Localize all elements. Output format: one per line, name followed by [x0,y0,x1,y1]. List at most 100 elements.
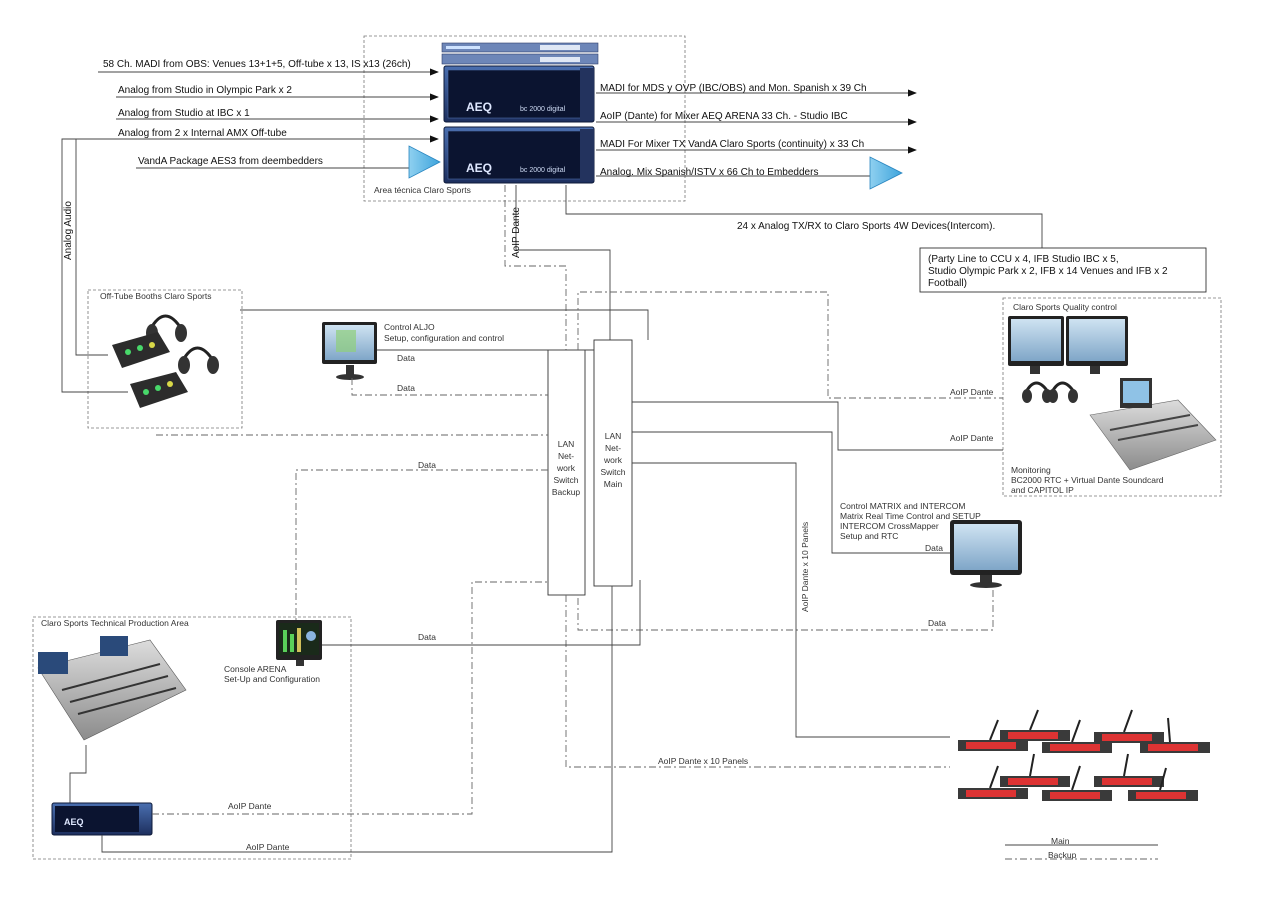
matrix-line-2: Matrix Real Time Control and SETUP [840,511,981,521]
bc2000-rack-backup: AEQ bc 2000 digital [443,126,595,184]
matrix-line-4: Setup and RTC [840,531,898,541]
tech-area-frame [363,35,686,202]
matrix-monitor [950,520,1022,588]
quality-headphones-icon [1022,381,1078,403]
arena-aoip-backup [152,581,548,815]
quality-aoip-label-2: AoIP Dante [950,433,994,443]
deembedder-triangle-icon [408,145,441,179]
production-data-label-2: Data [418,632,436,642]
monitoring-line-2: BC2000 RTC + Virtual Dante Soundcard [1011,475,1164,485]
production-data-backup [295,469,548,620]
output-aoip-mixer: AoIP (Dante) for Mixer AEQ ARENA 33 Ch. … [600,111,848,122]
quality-label: Claro Sports Quality control [1013,302,1117,312]
arena-mixer-console [37,636,187,741]
party-line-1: (Party Line to CCU x 4, IFB Studio IBC x… [928,254,1119,265]
intercom-panels [958,709,1210,801]
matrix-data-label: Data [925,543,943,553]
input-analog-amx: Analog from 2 x Internal AMX Off-tube [118,128,287,139]
switch-backup-3: work [556,463,576,473]
input-analog-ibc: Analog from Studio at IBC x 1 [118,108,250,119]
switch-backup-4: Switch [553,475,578,485]
aoip-dante-vertical: AoIP Dante [511,207,522,258]
output-madi-vanda: MADI For Mixer TX VandA Claro Sports (co… [600,139,864,150]
switch-main-5: Main [604,479,623,489]
quality-frame [1002,297,1222,497]
output-madi-mds: MADI for MDS y OVP (IBC/OBS) and Mon. Sp… [600,83,867,94]
bc2000-brand-2: AEQ [466,161,492,175]
matrix-data-main [632,431,950,554]
arena-aoip-main [101,586,613,853]
panels-aoip-backup [565,595,950,768]
switch-main-3: work [603,455,623,465]
bc2000-model-2: bc 2000 digital [520,167,566,174]
quality-monitor-1 [1008,316,1064,374]
quality-aoip-backup [577,291,1003,399]
switch-backup-5: Backup [552,487,581,497]
lan-switch-main [593,339,633,587]
embedder-triangle-icon [869,156,903,190]
bc2000-model: bc 2000 digital [520,106,566,113]
control-aljo-title: Control ALJO [384,322,435,332]
production-data-main [322,580,641,646]
control-aljo-monitor [322,322,377,380]
panels-aoip-vertical: AoIP Dante x 10 Panels [800,522,810,612]
aljo-data-label: Data [397,353,415,363]
commentary-unit-2 [130,372,188,408]
production-data-label: Data [418,460,436,470]
commentary-unit-1 [112,332,170,368]
console-link [69,745,87,803]
panels-aoip-main [632,462,950,738]
party-line-2: Studio Olympic Park x 2, IFB x 14 Venues… [928,266,1168,277]
off-tube-label: Off-Tube Booths Claro Sports [100,291,212,301]
input-analog-olympic: Analog from Studio in Olympic Park x 2 [118,85,292,96]
matrix-title: Control MATRIX and INTERCOM [840,501,965,511]
switch-main-4: Switch [600,467,625,477]
switch-main-2: Net- [605,443,621,453]
bc2000-rack-main: AEQ bc 2000 digital [443,65,595,123]
switch-main-1: LAN [605,431,622,441]
panel-row-1 [958,709,1210,753]
panels-aoip-label: AoIP Dante x 10 Panels [658,756,748,766]
intercom-label: 24 x Analog TX/RX to Claro Sports 4W Dev… [737,221,995,232]
quality-aoip-label-1: AoIP Dante [950,387,994,397]
bc2000-brand: AEQ [466,100,492,114]
input-vanda-aes3: VandA Package AES3 from deembedders [138,156,323,167]
aoip-backup-line [504,185,567,350]
aoip-main-line [515,185,611,340]
input-madi-obs: 58 Ch. MADI from OBS: Venues 13+1+5, Off… [103,59,411,70]
matrix-line-3: INTERCOM CrossMapper [840,521,939,531]
aljo-data-label-2: Data [397,383,415,393]
tech-area-label: Area técnica Claro Sports [374,185,471,195]
control-aljo-sub: Setup, configuration and control [384,333,504,343]
monitoring-line-3: and CAPITOL IP [1011,485,1074,495]
console-arena-title: Console ARENA [224,664,287,674]
legend-main: Main [1051,836,1070,846]
party-line-3: Football) [928,278,967,289]
console-arena-monitor [276,620,322,666]
intercom-line [565,185,1043,248]
arena-aoip-label-1: AoIP Dante [228,801,272,811]
quality-monitor-2 [1066,316,1128,374]
legend-backup: Backup [1048,850,1077,860]
off-tube-frame [87,289,243,429]
monitoring-title: Monitoring [1011,465,1051,475]
party-line-box [919,247,1207,293]
switch-backup-2: Net- [558,451,574,461]
output-analog-mix: Analog. Mix Spanish/ISTV x 66 Ch to Embe… [600,167,818,178]
analog-audio-line [75,138,116,356]
arena-rack-brand: AEQ [64,817,84,827]
arena-aoip-label-2: AoIP Dante [246,842,290,852]
matrix-data-label-2: Data [928,618,946,628]
panel-row-2 [958,753,1198,801]
matrix-data-backup [577,590,994,631]
switch-backup-1: LAN [558,439,575,449]
offtube-data-main [240,309,649,340]
production-label: Claro Sports Technical Production Area [41,618,189,628]
analog-audio-label: Analog Audio [63,201,74,260]
console-arena-sub: Set-Up and Configuration [224,674,320,684]
analog-audio-line-2 [61,138,128,393]
router-stack [441,42,599,65]
quality-aoip-main [632,401,1003,451]
arena-rack: AEQ [51,802,153,836]
